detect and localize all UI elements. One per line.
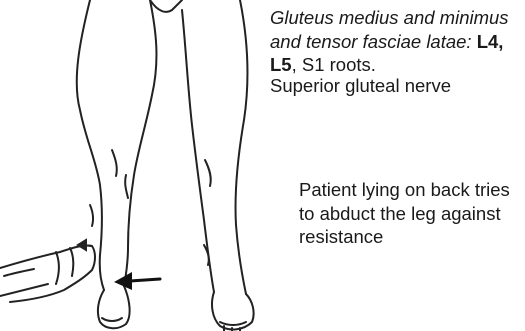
roots-tail: , S1 roots.	[292, 54, 376, 75]
muscle-names: Gluteus medius and minimus and tensor fa…	[270, 7, 509, 52]
right-leg-outer	[235, 0, 247, 294]
left-leg-inner	[124, 0, 156, 286]
nerve-label: Superior gluteal nerve	[270, 74, 451, 98]
root-l5: L5	[270, 54, 292, 75]
left-foot	[98, 286, 130, 328]
resistance-arrowhead	[114, 272, 132, 290]
right-leg-inner	[182, 10, 214, 292]
abduction-arrowhead-small	[78, 240, 86, 250]
resistance-arrow-shaft	[130, 279, 160, 281]
root-l4: L4,	[477, 31, 504, 52]
left-knee-mark	[112, 150, 117, 176]
crotch	[150, 0, 182, 12]
right-knee-mark	[205, 160, 211, 186]
instruction-text: Patient lying on back tries to abduct th…	[299, 178, 524, 249]
muscle-caption: Gluteus medius and minimus and tensor fa…	[270, 6, 525, 77]
right-foot	[212, 292, 254, 329]
